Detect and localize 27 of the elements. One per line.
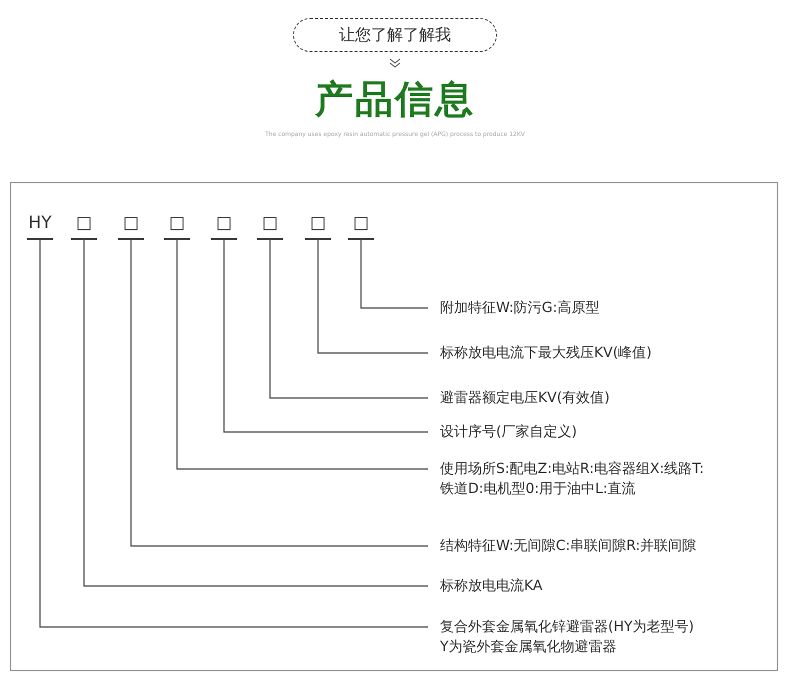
code-field: HY [27, 212, 53, 240]
leader-line [223, 240, 428, 433]
code-field: □ [348, 212, 374, 240]
code-field: □ [118, 212, 144, 240]
description-text: 使用场所S:配电Z:电站R:电容器组X:线路T:铁道D:电机型0:用于油中L:直流 [440, 459, 710, 499]
leader-line [176, 240, 428, 470]
description-text: 设计序号(厂家自定义) [440, 422, 577, 442]
page-title: 产品信息 [314, 76, 476, 123]
header-badge: 让您了解了解我 [293, 18, 497, 52]
leader-line [83, 240, 428, 587]
description-text: 结构特征W:无间隙C:串联间隙R:并联间隙 [440, 536, 696, 556]
description-text: 标称放电电流KA [440, 576, 543, 596]
leader-line [269, 240, 428, 399]
leader-line [317, 240, 428, 354]
description-text: 复合外套金属氧化锌避雷器(HY为老型号) [440, 618, 694, 637]
description-text: 附加特征W:防污G:高原型 [440, 298, 600, 318]
code-field: □ [305, 212, 331, 240]
description-text: 避雷器额定电压KV(有效值) [440, 388, 610, 408]
code-field: □ [164, 212, 190, 240]
leader-line [130, 240, 428, 547]
leader-line [360, 240, 428, 309]
code-field: □ [71, 212, 97, 240]
code-field: □ [257, 212, 283, 240]
leader-line [39, 240, 428, 628]
description-text: 标称放电电流下最大残压KV(峰值) [440, 343, 652, 363]
description-text: Y为瓷外套金属氧化物避雷器 [440, 638, 618, 657]
code-field: □ [211, 212, 237, 240]
